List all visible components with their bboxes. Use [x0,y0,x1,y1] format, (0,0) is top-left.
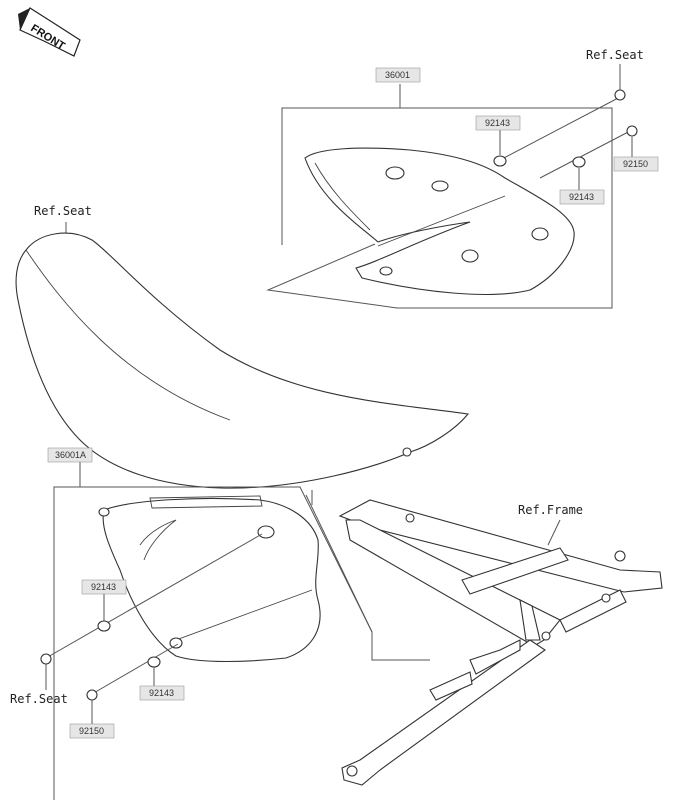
part-number-92143-top-left: 92143 [485,118,510,128]
bolt-ref-seat-bottom-icon [40,653,52,665]
washer-92143-bottom-lower-icon [147,656,161,668]
ref-frame-label: Ref.Frame [518,503,583,517]
bolt-92150-bottom-icon [86,689,98,701]
ref-seat-top-label: Ref.Seat [586,48,644,62]
washer-92143-top-right-icon [572,156,586,168]
seat-group: Ref.Seat [15,204,470,489]
part-number-92143-bottom-upper: 92143 [91,582,116,592]
left-side-cover-group: 36001A 92143 92143 92150 Ref.Seat [10,447,430,800]
part-number-92143-bottom-lower: 92143 [149,688,174,698]
part-number-36001: 36001 [385,70,410,80]
frame-group: Ref.Frame [305,490,663,786]
front-arrow-icon: FRONT [18,7,81,57]
part-number-92150-bottom: 92150 [79,726,104,736]
washer-92143-top-left-icon [493,155,507,167]
right-side-cover-group: 36001 92143 92143 92150 Ref.Seat [266,48,659,309]
washer-92143-bottom-upper-icon [97,620,111,632]
part-number-36001a: 36001A [55,450,86,460]
part-number-92143-top-right: 92143 [569,192,594,202]
ref-seat-bottom-label: Ref.Seat [10,692,68,706]
bolt-ref-seat-top-icon [614,89,626,101]
bolt-92150-top-icon [626,125,638,137]
part-number-92150-top: 92150 [623,159,648,169]
ref-seat-left-label: Ref.Seat [34,204,92,218]
